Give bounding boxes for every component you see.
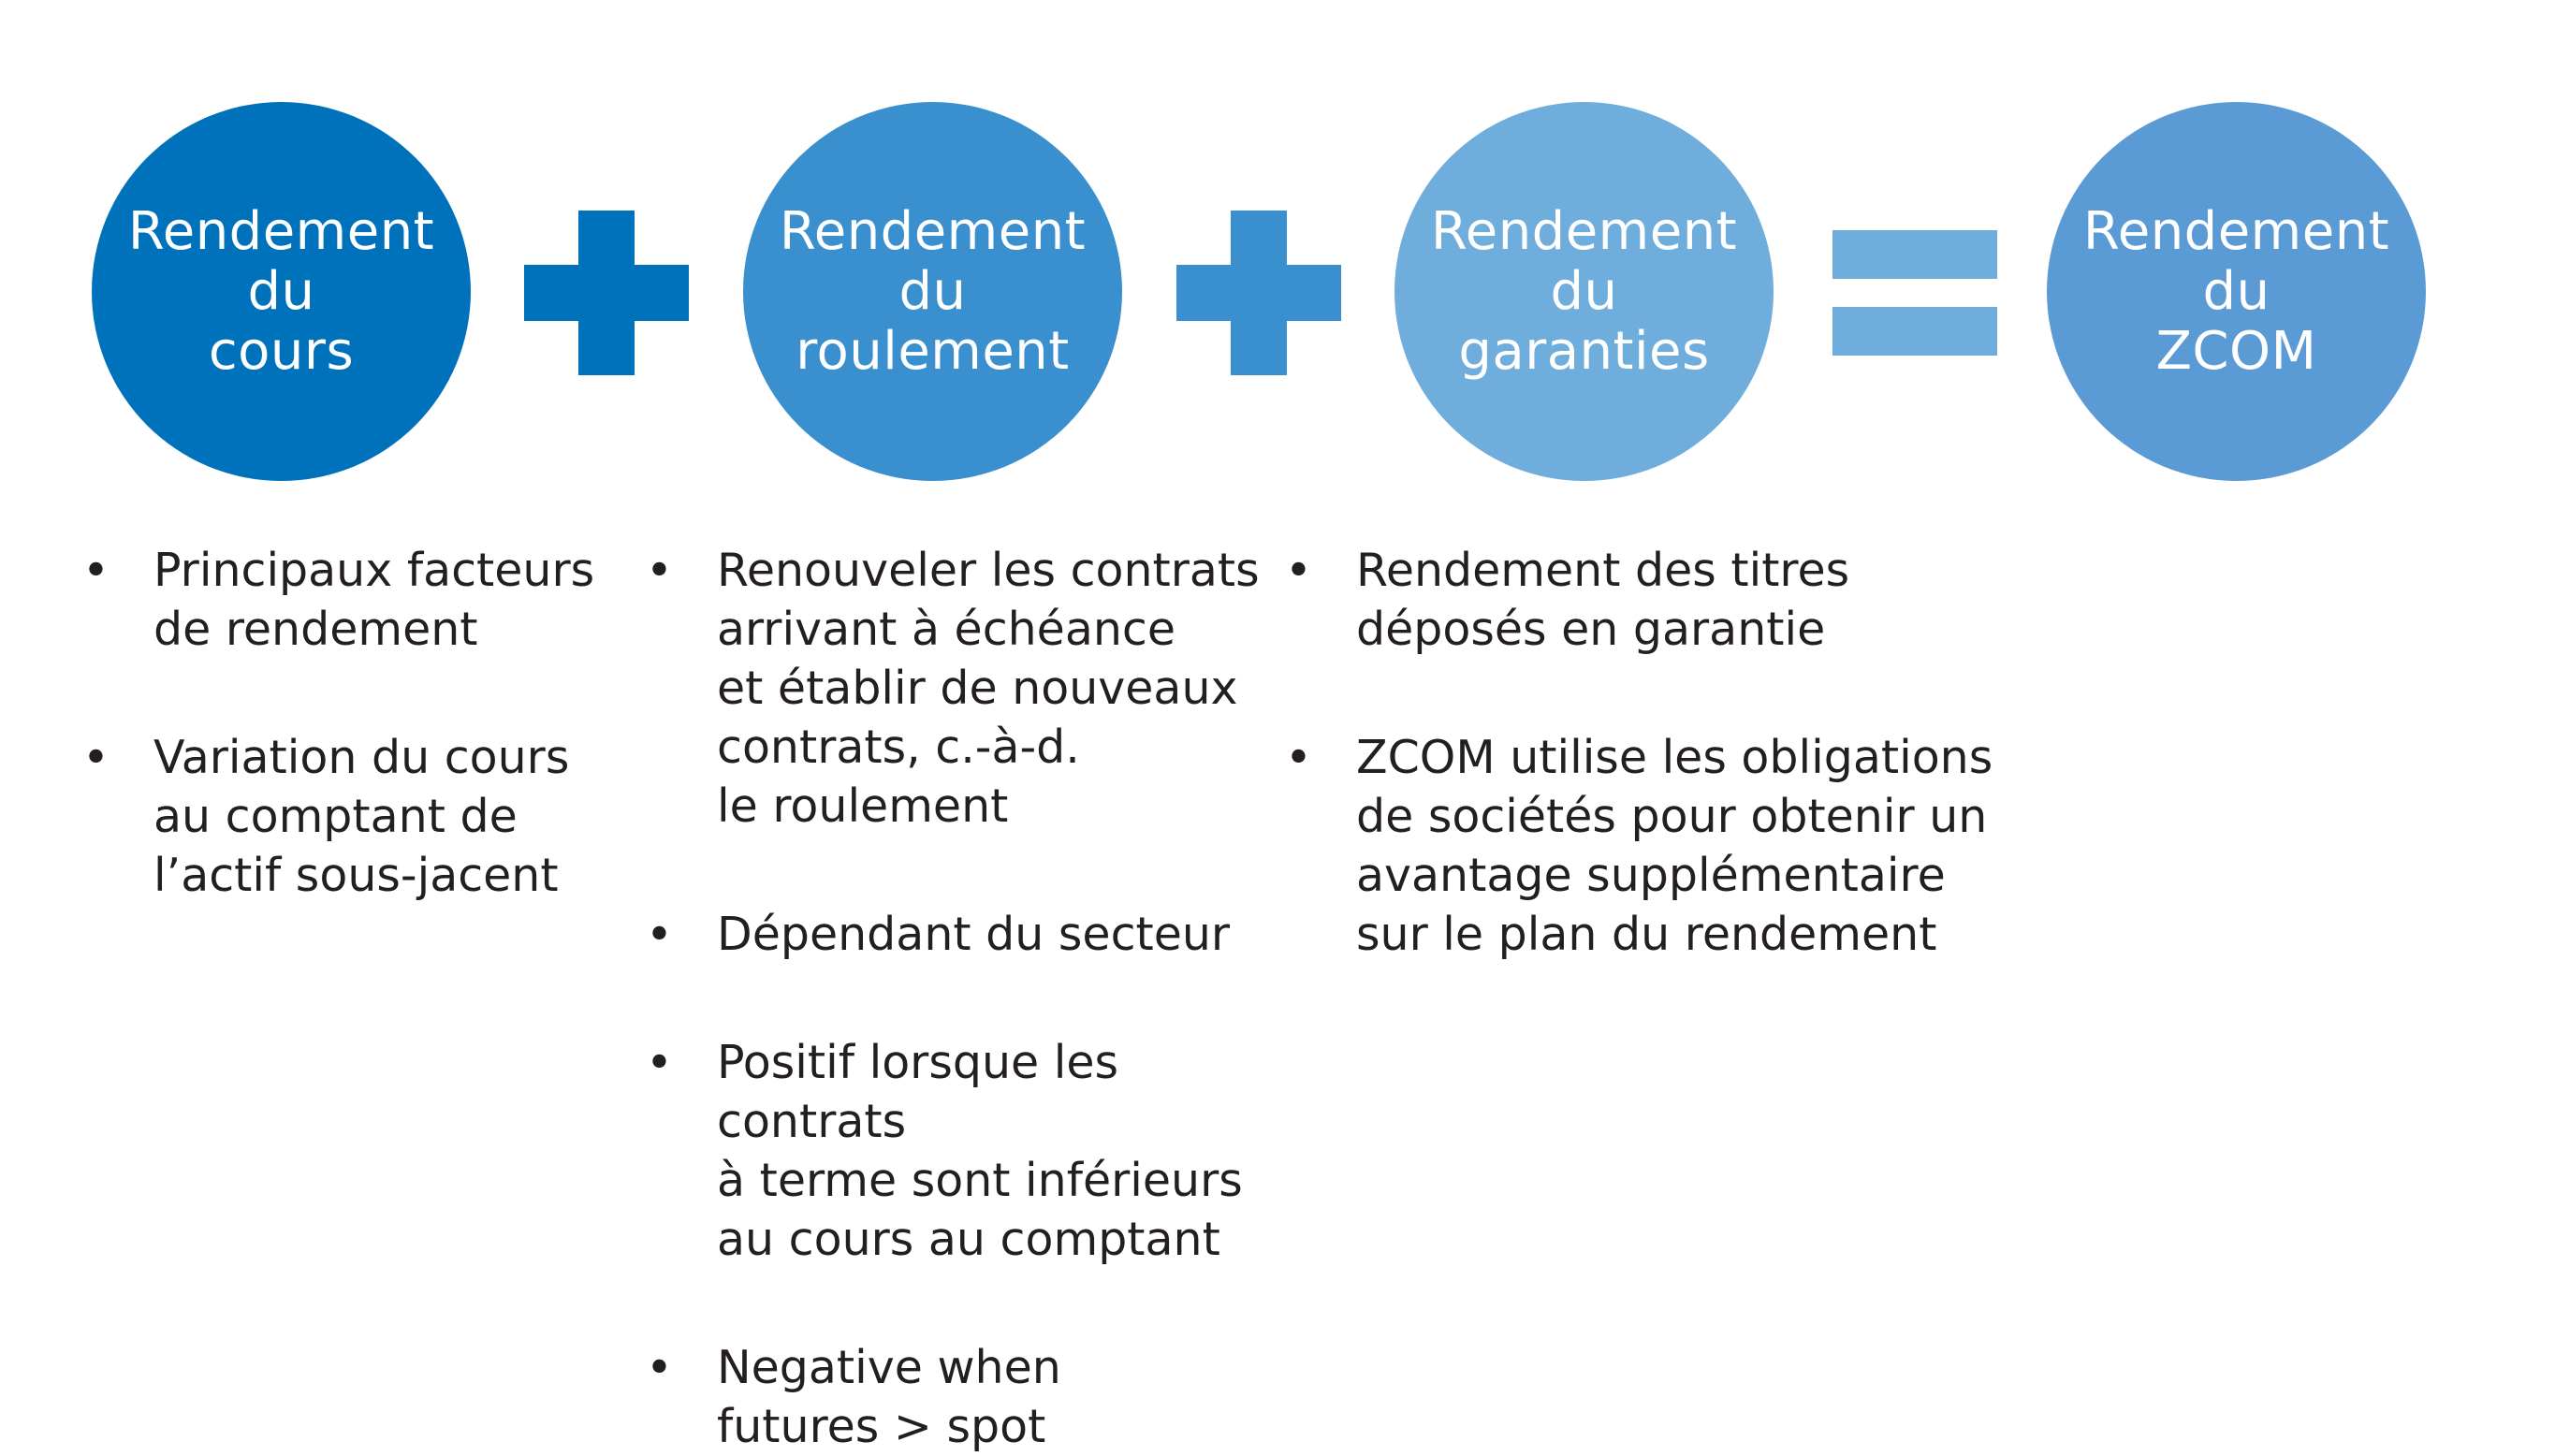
bullet-list-roulement: • Renouveler les contrats arrivant à éch… [646, 541, 1301, 1456]
list-item: • Dépendant du secteur [646, 905, 1301, 964]
list-item-line: au comptant de [153, 790, 518, 843]
bullet-list-cours: • Principaux facteurs de rendement • Var… [82, 541, 606, 905]
circle-rendement-du-cours: Rendement du cours [92, 102, 471, 481]
circle-label-line: Rendement [1430, 200, 1738, 262]
list-item-line: contrats, c.-à-d. [717, 721, 1080, 774]
plus-vertical-bar [1231, 211, 1287, 375]
equals-top-bar [1832, 230, 1997, 279]
list-item-line: sur le plan du rendement [1356, 908, 1937, 961]
equals-bottom-bar [1832, 307, 1997, 356]
list-item-line: l’actif sous-jacent [153, 849, 559, 902]
bullet-icon: • [646, 1341, 673, 1394]
list-item-line: de sociétés pour obtenir un [1356, 790, 1988, 843]
bullet-icon: • [1285, 731, 1312, 784]
list-item: • Principaux facteurs de rendement [82, 541, 606, 659]
list-item-line: déposés en garantie [1356, 603, 1826, 656]
circle-label-line: Rendement [779, 200, 1087, 262]
list-item-line: et établir de nouveaux [717, 662, 1238, 715]
circle-rendement-du-roulement: Rendement du roulement [743, 102, 1122, 481]
plus-operator-icon [524, 211, 689, 375]
bullet-icon: • [82, 544, 110, 597]
list-item: • Positif lorsque les contrats à terme s… [646, 1033, 1301, 1269]
plus-vertical-bar [578, 211, 635, 375]
bullet-icon: • [1285, 544, 1312, 597]
list-item-line: futures > spot [717, 1400, 1046, 1453]
bullet-icon: • [646, 908, 673, 961]
bullet-icon: • [82, 731, 110, 784]
circle-label-line: Rendement [2082, 200, 2390, 262]
list-item-line: ZCOM utilise les obligations [1356, 731, 1993, 784]
circle-rendement-du-zcom: Rendement du ZCOM [2047, 102, 2426, 481]
list-item-line: à terme sont inférieurs [717, 1154, 1243, 1207]
list-item: • Negative when futures > spot [646, 1338, 1301, 1456]
list-item-line: de rendement [153, 603, 478, 656]
bullet-icon: • [646, 544, 673, 597]
bullet-icon: • [646, 1036, 673, 1089]
circle-label-line: roulement [796, 320, 1070, 382]
list-item-line: Variation du cours [153, 731, 570, 784]
list-item-line: Dépendant du secteur [717, 908, 1231, 961]
circle-label-line: cours [208, 320, 355, 382]
list-item: • Rendement des titres déposés en garant… [1285, 541, 2052, 659]
equals-operator-icon [1832, 230, 1997, 356]
list-item-line: Positif lorsque les contrats [717, 1036, 1119, 1148]
list-item-line: arrivant à échéance [717, 603, 1175, 656]
plus-operator-icon [1176, 211, 1341, 375]
list-item: • ZCOM utilise les obligations de sociét… [1285, 728, 2052, 964]
list-item-line: au cours au comptant [717, 1213, 1220, 1266]
list-item-line: Renouveler les contrats [717, 544, 1260, 597]
circle-label-line: Rendement [127, 200, 435, 262]
circle-label-line: du [1550, 260, 1618, 322]
circle-label-line: ZCOM [2155, 320, 2317, 382]
list-item-line: avantage supplémentaire [1356, 849, 1946, 902]
circle-label-line: garanties [1458, 320, 1710, 382]
list-item-line: le roulement [717, 779, 1009, 833]
list-item-line: Rendement des titres [1356, 544, 1850, 597]
circle-label-line: du [2202, 260, 2270, 322]
circle-label-line: du [247, 260, 315, 322]
list-item-line: Negative when [717, 1341, 1061, 1394]
circle-rendement-du-garanties: Rendement du garanties [1394, 102, 1774, 481]
list-item: • Renouveler les contrats arrivant à éch… [646, 541, 1301, 836]
circle-label-line: du [898, 260, 967, 322]
list-item-line: Principaux facteurs [153, 544, 595, 597]
bullet-list-garanties: • Rendement des titres déposés en garant… [1285, 541, 2052, 964]
list-item: • Variation du cours au comptant de l’ac… [82, 728, 606, 905]
